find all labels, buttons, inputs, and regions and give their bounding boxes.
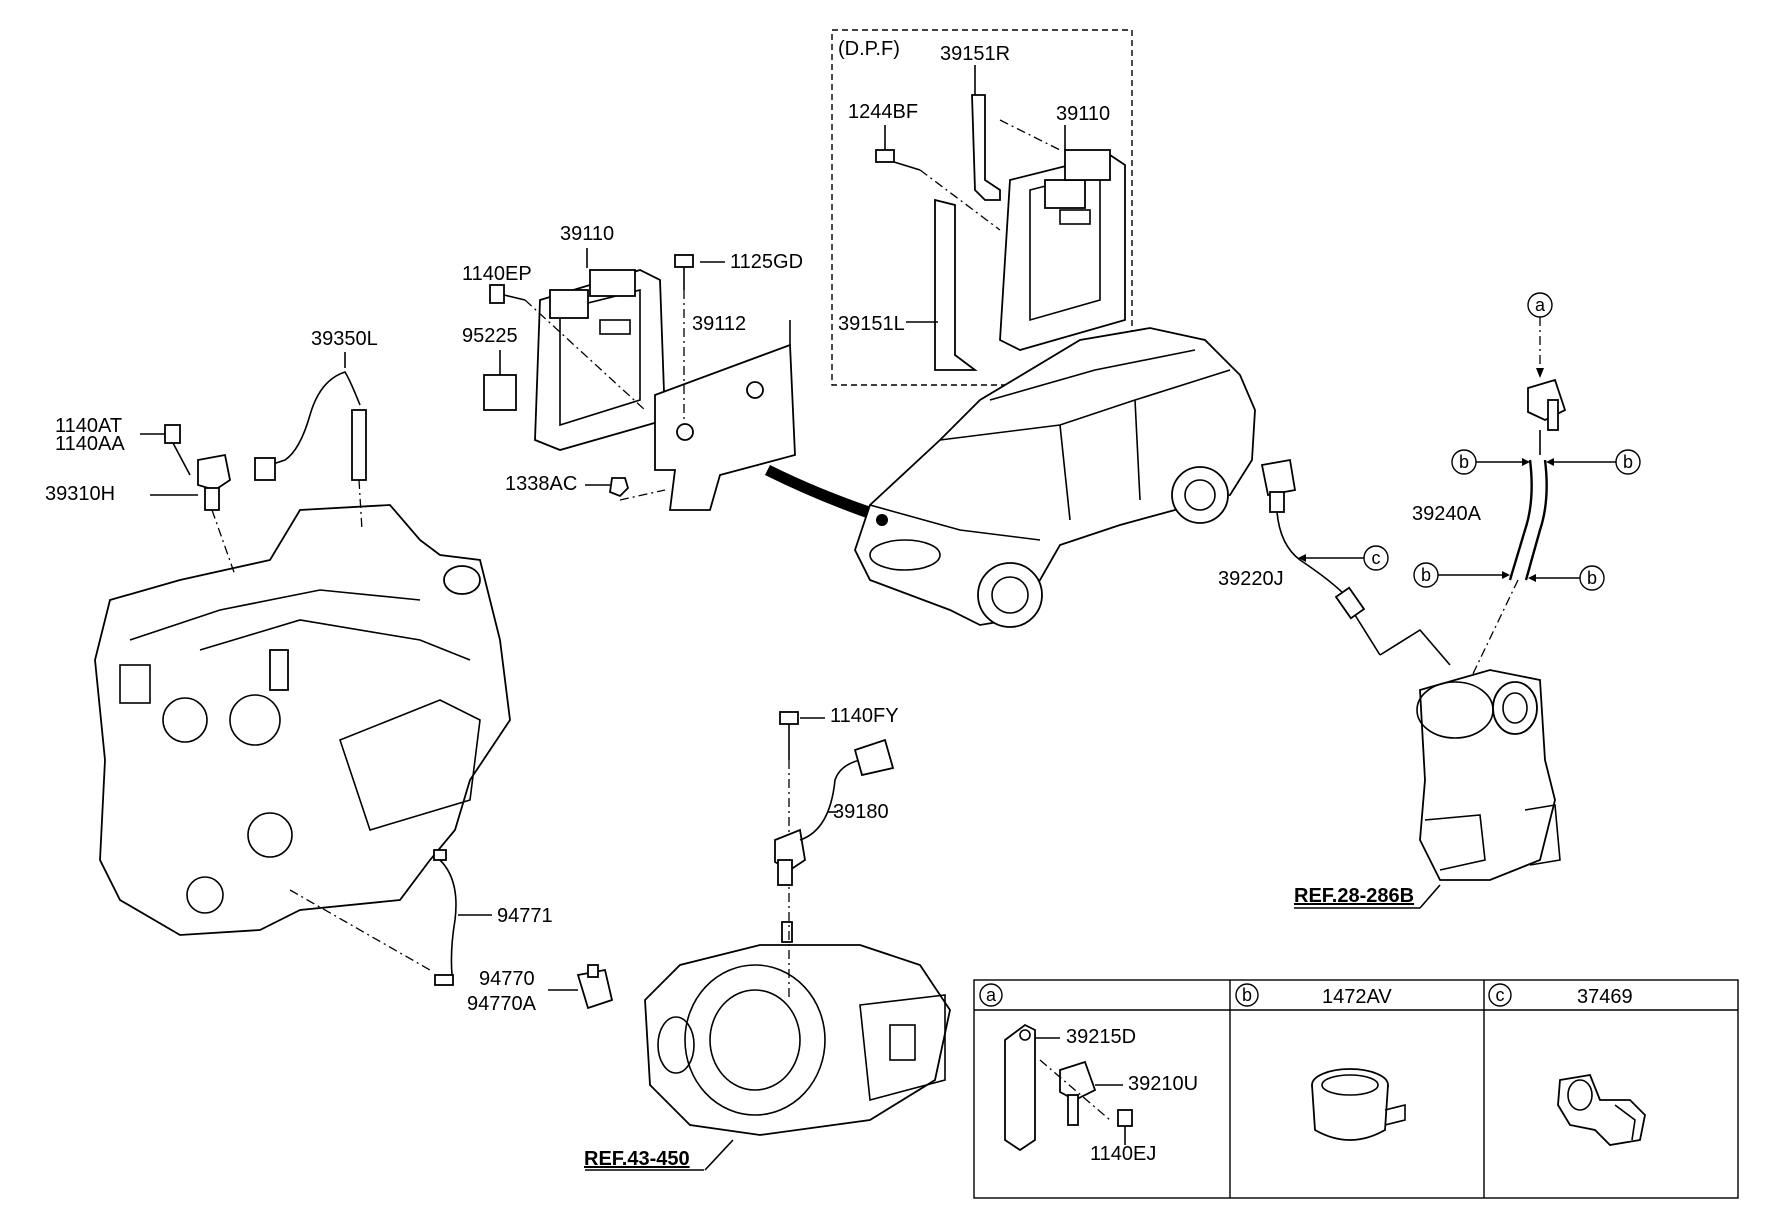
callout-b-1-text: b bbox=[1459, 452, 1469, 472]
table-letter-c: c bbox=[1496, 985, 1505, 1005]
label-1140AT[interactable]: 1140AT bbox=[55, 415, 122, 437]
ref-28-286B[interactable]: REF.28-286B bbox=[1294, 885, 1414, 907]
sensor-39350L bbox=[254, 352, 367, 531]
dpf-group-box bbox=[831, 29, 1133, 386]
sensor-39180 bbox=[774, 738, 895, 886]
label-39350L[interactable]: 39350L bbox=[311, 328, 378, 350]
bracket-39215D bbox=[1004, 1023, 1060, 1152]
hose-39240A bbox=[1469, 459, 1548, 681]
label-94771[interactable]: 94771 bbox=[497, 905, 553, 927]
clip-37469 bbox=[1557, 1073, 1646, 1146]
bolt-1244BF bbox=[875, 125, 921, 171]
catalytic-converter bbox=[1416, 669, 1561, 881]
clamp-1472AV bbox=[1311, 1068, 1406, 1141]
vehicle bbox=[854, 327, 1256, 628]
label-1472AV[interactable]: 1472AV bbox=[1322, 986, 1392, 1008]
table-callout-c bbox=[1488, 983, 1512, 1007]
callout-b-4-text: b bbox=[1587, 568, 1597, 588]
relay-95225 bbox=[483, 374, 517, 411]
label-39151L[interactable]: 39151L bbox=[838, 313, 905, 335]
label-1338AC[interactable]: 1338AC bbox=[505, 473, 577, 495]
label-39180[interactable]: 39180 bbox=[833, 801, 889, 823]
ecu-assembly: 39110 1140EP 1125GD 39112 95225 1338AC bbox=[462, 223, 803, 511]
label-39210U[interactable]: 39210U bbox=[1128, 1073, 1198, 1095]
callout-b-3-text: b bbox=[1421, 565, 1431, 585]
label-94770A[interactable]: 94770A bbox=[467, 993, 537, 1015]
ecu-39110-dpf bbox=[999, 149, 1126, 351]
location-pointer bbox=[765, 465, 880, 520]
callout-a-top-text: a bbox=[1535, 295, 1546, 315]
label-1140AA[interactable]: 1140AA bbox=[55, 433, 125, 455]
label-1140EP[interactable]: 1140EP bbox=[462, 263, 532, 285]
label-39112[interactable]: 39112 bbox=[692, 313, 746, 335]
label-94770[interactable]: 94770 bbox=[479, 968, 535, 990]
dpf-group-label: (D.P.F) bbox=[838, 38, 900, 60]
table-letter-b: b bbox=[1242, 985, 1252, 1005]
callout-b-2-text: b bbox=[1623, 452, 1633, 472]
label-39240A[interactable]: 39240A bbox=[1412, 503, 1482, 525]
transmission bbox=[644, 921, 951, 1136]
nut-1338AC bbox=[585, 477, 630, 498]
table-letter-a: a bbox=[986, 985, 997, 1005]
ref-43-450[interactable]: REF.43-450 bbox=[584, 1148, 690, 1170]
bolt-1125GD bbox=[674, 254, 725, 290]
ecu-39110 bbox=[534, 269, 666, 451]
label-39110[interactable]: 39110 bbox=[560, 223, 614, 245]
table-callout-a bbox=[979, 983, 1003, 1007]
label-39220J[interactable]: 39220J bbox=[1218, 568, 1284, 590]
detail-table: a b 1472AV c 37469 39215D 39210U 1140EJ bbox=[973, 979, 1739, 1199]
label-1244BF[interactable]: 1244BF bbox=[848, 101, 918, 123]
label-1140EJ[interactable]: 1140EJ bbox=[1090, 1143, 1156, 1165]
label-39151R[interactable]: 39151R bbox=[940, 43, 1010, 65]
label-39310H[interactable]: 39310H bbox=[45, 483, 115, 505]
bracket-39151L bbox=[934, 198, 978, 371]
sensor-39210U bbox=[1039, 1059, 1123, 1126]
engine bbox=[94, 504, 511, 936]
bolt-1140EJ bbox=[1117, 1109, 1133, 1145]
label-95225[interactable]: 95225 bbox=[462, 325, 518, 347]
table-callout-b bbox=[1235, 983, 1259, 1007]
sensor-39310H bbox=[140, 424, 236, 576]
bolt-1140EP bbox=[489, 284, 526, 304]
bracket-39151R bbox=[971, 94, 1001, 201]
label-1125GD[interactable]: 1125GD bbox=[730, 251, 803, 273]
dpf-group: (D.P.F) 39151R 1244BF 39110 39151L bbox=[831, 29, 1133, 386]
harness-94771 bbox=[289, 849, 492, 986]
pressure-sensor-top bbox=[1527, 378, 1567, 455]
label-1140FY[interactable]: 1140FY bbox=[830, 705, 899, 727]
label-39110-dpf[interactable]: 39110 bbox=[1056, 103, 1110, 125]
label-39215D[interactable]: 39215D bbox=[1066, 1026, 1136, 1048]
temp-sensor-39220J bbox=[1260, 458, 1451, 666]
detail-table-frame bbox=[973, 979, 1739, 1199]
connector-94770 bbox=[548, 964, 614, 1010]
bracket-39112 bbox=[654, 320, 796, 511]
label-37469[interactable]: 37469 bbox=[1577, 986, 1633, 1008]
callout-c-text: c bbox=[1372, 548, 1381, 568]
